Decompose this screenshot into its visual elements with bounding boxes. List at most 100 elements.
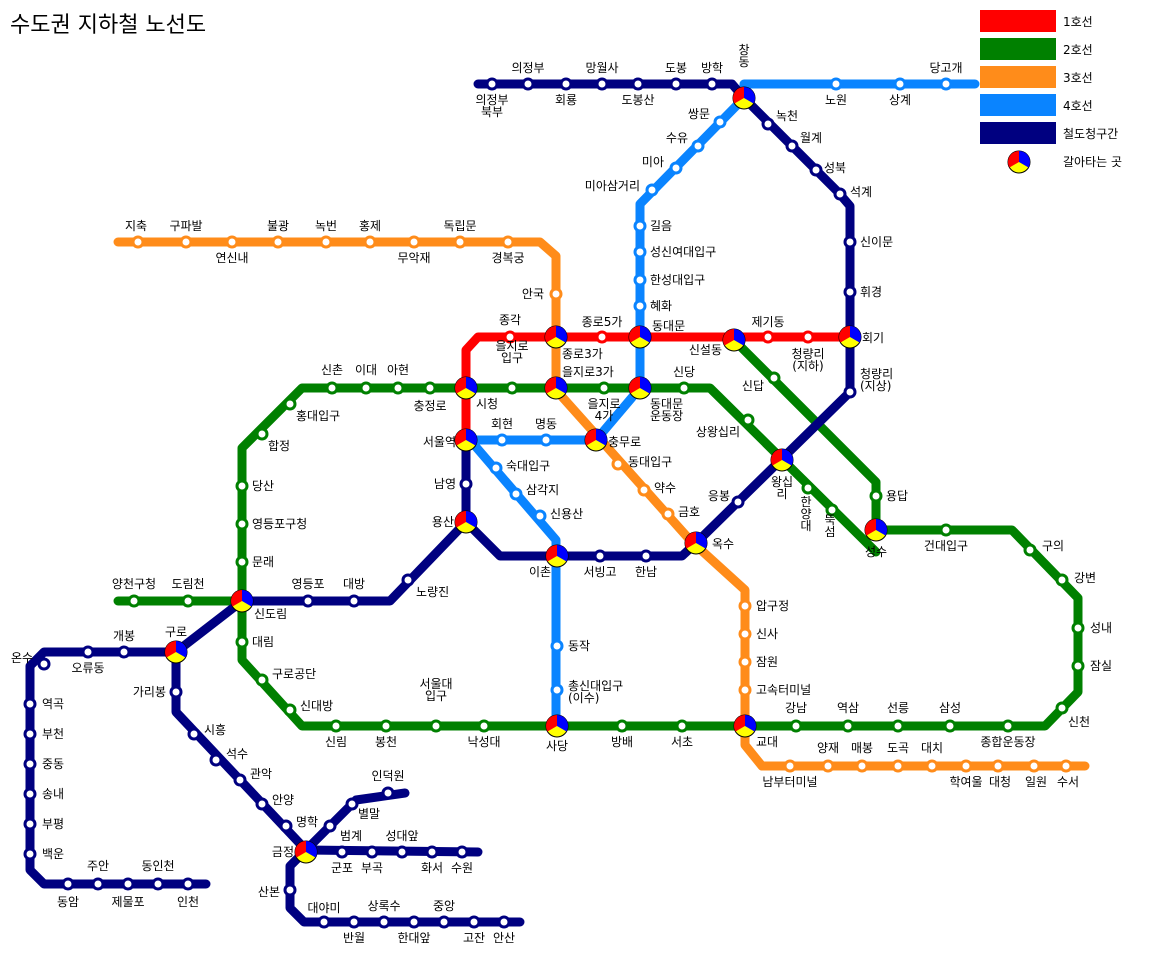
station-marker-sanbon[interactable] xyxy=(283,883,297,897)
station-marker-yeongdeungpo[interactable] xyxy=(301,594,315,608)
station-marker-onsu[interactable] xyxy=(37,657,51,671)
station-marker-nowon[interactable] xyxy=(829,77,843,91)
transfer-marker-wangsimni[interactable] xyxy=(770,448,794,472)
station-marker-jungdong[interactable] xyxy=(23,757,37,771)
station-marker-hanyang[interactable] xyxy=(801,481,815,495)
station-marker-yeonsinnae[interactable] xyxy=(225,235,239,249)
station-marker-dogok[interactable] xyxy=(891,759,905,773)
station-marker-gojan[interactable] xyxy=(467,915,481,929)
station-marker-myeongdong[interactable] xyxy=(539,433,553,447)
transfer-marker-cityhall[interactable] xyxy=(454,376,478,400)
station-marker-hongje[interactable] xyxy=(363,235,377,249)
station-marker-suwon[interactable] xyxy=(455,845,469,859)
station-marker-oryudong[interactable] xyxy=(81,645,95,659)
station-marker-apgujeong[interactable] xyxy=(738,599,752,613)
station-marker-chongshin[interactable] xyxy=(550,683,564,697)
transfer-marker-euljiro3[interactable] xyxy=(544,376,568,400)
transfer-marker-jongno3[interactable] xyxy=(544,325,568,349)
station-marker-gaebong[interactable] xyxy=(117,645,131,659)
transfer-marker-ichon[interactable] xyxy=(545,544,569,568)
station-marker-hapjeong[interactable] xyxy=(255,427,269,441)
station-marker-chungjeongno[interactable] xyxy=(423,381,437,395)
station-marker-hwigyeong[interactable] xyxy=(843,285,857,299)
station-marker-ahyeon[interactable] xyxy=(391,381,405,395)
station-marker-sangnoksu[interactable] xyxy=(377,915,391,929)
station-marker-sungshin[interactable] xyxy=(633,245,647,259)
transfer-marker-sadang[interactable] xyxy=(545,714,569,738)
station-marker-indeogwon[interactable] xyxy=(381,786,395,800)
station-marker-jungang[interactable] xyxy=(437,915,451,929)
station-marker-sinimun[interactable] xyxy=(843,235,857,249)
station-marker-geumho[interactable] xyxy=(661,507,675,521)
station-marker-jamsil[interactable] xyxy=(1071,659,1085,673)
station-marker-yangjae[interactable] xyxy=(821,759,835,773)
station-marker-cheongnyangni_u[interactable] xyxy=(801,330,815,344)
station-marker-ssangmun[interactable] xyxy=(713,115,727,129)
station-marker-cheongnyangni_g[interactable] xyxy=(843,385,857,399)
station-marker-samseong[interactable] xyxy=(943,719,957,733)
station-marker-mullae[interactable] xyxy=(235,555,249,569)
transfer-marker-seongsu[interactable] xyxy=(864,518,888,542)
station-marker-gurodigital[interactable] xyxy=(255,673,269,687)
station-marker-incheon[interactable] xyxy=(181,877,195,891)
station-marker-uijeongbu[interactable] xyxy=(521,77,535,91)
station-marker-seongnae[interactable] xyxy=(1071,621,1085,635)
station-marker-dongincheon[interactable] xyxy=(151,877,165,891)
station-marker-gunpo[interactable] xyxy=(335,845,349,859)
station-marker-ttukseom[interactable] xyxy=(825,503,839,517)
station-marker-seocho[interactable] xyxy=(675,719,689,733)
transfer-marker-oksu[interactable] xyxy=(684,531,708,555)
station-marker-konkuk[interactable] xyxy=(939,523,953,537)
transfer-marker-seoulstn[interactable] xyxy=(454,428,478,452)
station-marker-seoksu[interactable] xyxy=(209,753,223,767)
station-marker-yaksu[interactable] xyxy=(637,483,651,497)
station-marker-byeolmang[interactable] xyxy=(345,797,359,811)
station-marker-nambu[interactable] xyxy=(783,759,797,773)
station-marker-daeyami[interactable] xyxy=(317,915,331,929)
station-marker-suyu[interactable] xyxy=(691,139,705,153)
station-marker-express[interactable] xyxy=(738,683,752,697)
station-marker-bulgwang[interactable] xyxy=(271,235,285,249)
station-marker-dongguk[interactable] xyxy=(611,457,625,471)
station-marker-garibong[interactable] xyxy=(169,685,183,699)
station-marker-dongjak[interactable] xyxy=(550,639,564,653)
station-marker-bupyeong[interactable] xyxy=(23,817,37,831)
station-marker-seolleung[interactable] xyxy=(891,719,905,733)
station-marker-anyang[interactable] xyxy=(255,797,269,811)
station-marker-sports[interactable] xyxy=(1001,719,1015,733)
station-marker-ewha[interactable] xyxy=(359,381,373,395)
station-marker-jichuk[interactable] xyxy=(131,235,145,249)
station-marker-hwaseo[interactable] xyxy=(425,845,439,859)
station-marker-sanggye[interactable] xyxy=(893,77,907,91)
station-marker-sinchon[interactable] xyxy=(325,381,339,395)
station-marker-gireum[interactable] xyxy=(633,219,647,233)
station-marker-seongbuk[interactable] xyxy=(809,163,823,177)
station-marker-dobong[interactable] xyxy=(669,77,683,91)
station-marker-bugok[interactable] xyxy=(365,845,379,859)
station-marker-yeoksam[interactable] xyxy=(841,719,855,733)
transfer-marker-geumjeong[interactable] xyxy=(294,840,318,864)
station-marker-gangnam[interactable] xyxy=(789,719,803,733)
station-marker-nakseongdae[interactable] xyxy=(477,719,491,733)
station-marker-sinsa[interactable] xyxy=(738,627,752,641)
transfer-marker-changdong[interactable] xyxy=(732,86,756,110)
station-marker-bongcheon[interactable] xyxy=(379,719,393,733)
transfer-marker-sindorim[interactable] xyxy=(230,589,254,613)
station-marker-seobinggo[interactable] xyxy=(593,549,607,563)
station-marker-danggogae[interactable] xyxy=(939,77,953,91)
station-marker-yeongdeungpogu[interactable] xyxy=(235,517,249,531)
station-marker-gwanak[interactable] xyxy=(233,773,247,787)
station-marker-dorimcheon[interactable] xyxy=(181,594,195,608)
station-marker-samgakji[interactable] xyxy=(509,487,523,501)
station-marker-hannam[interactable] xyxy=(639,549,653,563)
station-marker-daecheong[interactable] xyxy=(991,759,1005,773)
station-marker-nokbeon[interactable] xyxy=(319,235,333,249)
station-marker-sangwangsimni[interactable] xyxy=(741,413,755,427)
station-marker-juan[interactable] xyxy=(91,877,105,891)
station-marker-wolgye[interactable] xyxy=(785,139,799,153)
station-marker-banwol[interactable] xyxy=(347,915,361,929)
station-marker-gupabal[interactable] xyxy=(179,235,193,249)
station-marker-daerim[interactable] xyxy=(235,635,249,649)
station-marker-hyehwa[interactable] xyxy=(633,299,647,313)
transfer-marker-gyodae[interactable] xyxy=(733,714,757,738)
